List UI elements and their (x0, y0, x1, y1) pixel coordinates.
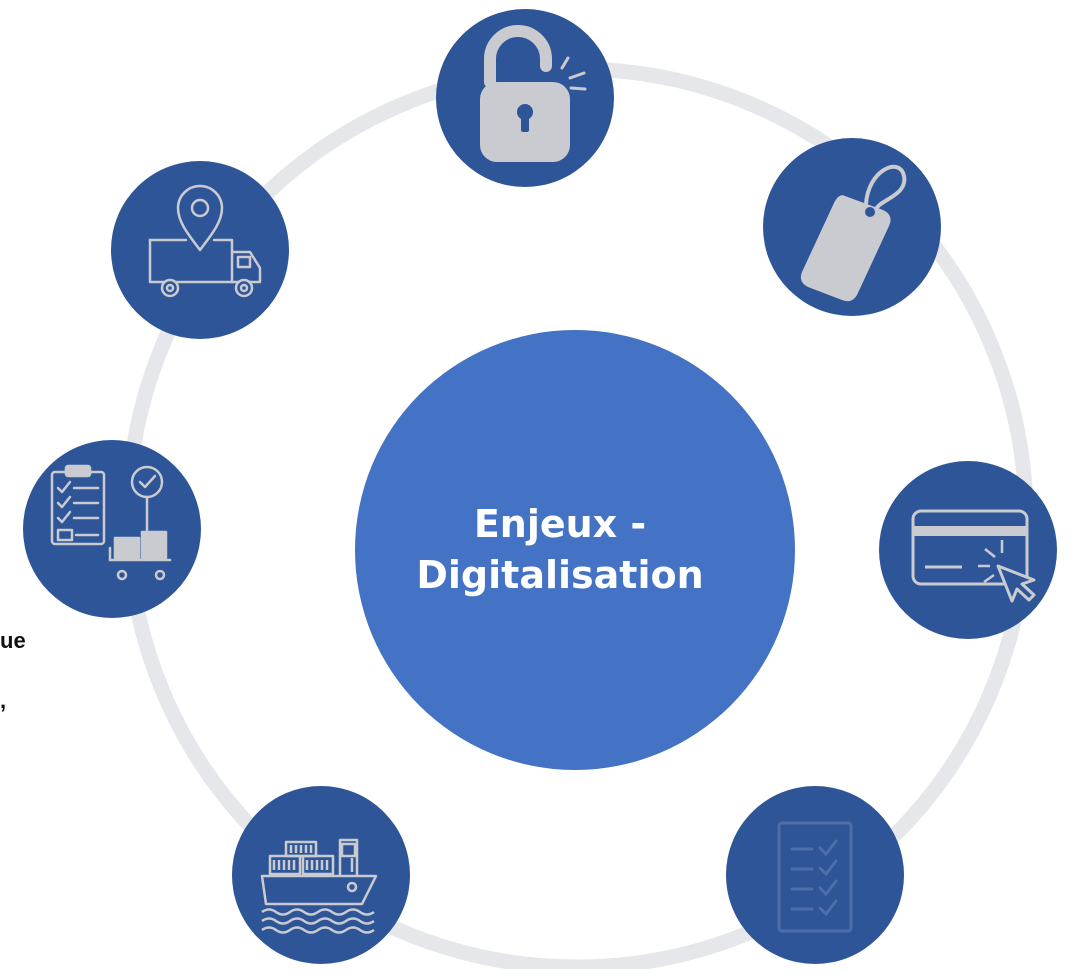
node-lower-left[interactable] (232, 786, 410, 964)
node-lower-right[interactable] (726, 786, 904, 964)
node-top[interactable] (436, 9, 614, 187)
price-tag-icon (800, 164, 907, 302)
credit-card-click-icon (911, 509, 1036, 603)
checklist-document-icon (777, 821, 853, 933)
cargo-ship-icon (260, 838, 378, 934)
node-right[interactable] (879, 461, 1057, 639)
open-padlock-icon (480, 25, 587, 162)
node-left[interactable] (23, 440, 201, 618)
side-fragment-1: ue (0, 628, 26, 653)
node-upper-right[interactable] (763, 138, 941, 316)
inventory-clipboard-icon (50, 464, 172, 581)
center-circle (355, 330, 795, 770)
side-fragment-2: , (0, 688, 7, 713)
node-upper-left[interactable] (111, 161, 289, 339)
delivery-truck-location-icon (148, 184, 262, 298)
